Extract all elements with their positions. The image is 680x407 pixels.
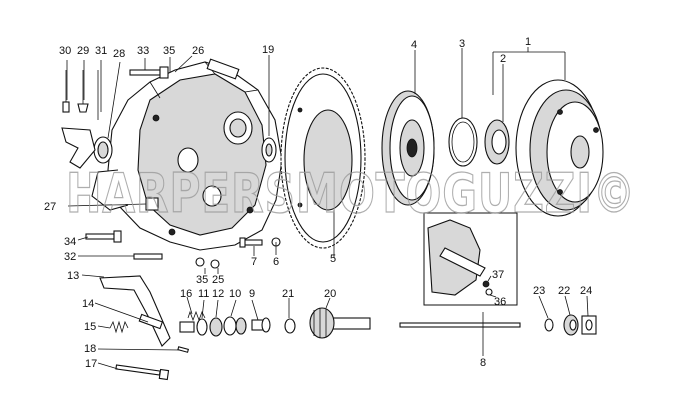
callout-5: 5 (330, 253, 336, 265)
retaining-ring (448, 117, 478, 167)
watermark-text: HARPERSMOTOGUZZI© (66, 162, 636, 225)
clutch-pushrod (399, 322, 521, 328)
bolt-17 (115, 364, 170, 381)
callout-15: 15 (84, 321, 96, 333)
callout-10: 10 (229, 288, 241, 300)
callout-9: 9 (249, 288, 255, 300)
callout-25: 25 (212, 274, 224, 286)
primary-shaft (309, 307, 371, 339)
pressure-plate-assembly (515, 79, 604, 217)
release-lever (99, 275, 171, 347)
clutch-friction-disc (381, 90, 435, 206)
callout-18: 18 (84, 343, 96, 355)
callout-16: 16 (180, 288, 192, 300)
callout-2: 2 (500, 53, 506, 65)
washer-21 (284, 318, 296, 334)
callout-30: 30 (59, 45, 71, 57)
housing-bolts (62, 70, 99, 120)
bolt-34 (85, 230, 122, 243)
leader-lines (66, 47, 589, 370)
callout-35-top: 35 (163, 45, 175, 57)
callout-35-bottom: 35 (196, 274, 208, 286)
diaphragm-spring (484, 119, 510, 165)
detail-inset (423, 212, 518, 306)
callout-27: 27 (44, 201, 56, 213)
callout-13: 13 (67, 270, 79, 282)
callout-34: 34 (64, 236, 76, 248)
callout-14: 14 (82, 298, 94, 310)
seal-ring (93, 136, 113, 164)
pin-18 (177, 346, 190, 353)
callout-1: 1 (525, 36, 531, 48)
callout-20: 20 (324, 288, 336, 300)
callout-19: 19 (262, 44, 274, 56)
callout-23: 23 (533, 285, 545, 297)
callout-32: 32 (64, 251, 76, 263)
callout-26: 26 (192, 45, 204, 57)
bushing-9 (251, 317, 271, 333)
callout-labels: 1 2 3 4 5 6 7 8 9 10 11 12 13 14 15 16 1… (44, 36, 592, 370)
mount-bracket (61, 127, 96, 169)
callout-21: 21 (282, 288, 294, 300)
washer-23 (544, 318, 554, 332)
callout-36: 36 (494, 296, 506, 308)
stud-32 (133, 253, 163, 260)
callout-12: 12 (212, 288, 224, 300)
callout-31: 31 (95, 45, 107, 57)
callout-33: 33 (137, 45, 149, 57)
callout-7: 7 (251, 256, 257, 268)
nut-24 (581, 315, 597, 335)
release-bearing-stack (179, 316, 247, 337)
spring-16 (187, 310, 206, 322)
flywheel (280, 67, 366, 249)
callout-6: 6 (273, 256, 279, 268)
callout-28: 28 (113, 48, 125, 60)
spring-15 (109, 320, 129, 334)
callout-3: 3 (459, 38, 465, 50)
nuts-25-35 (195, 257, 220, 269)
callout-37: 37 (492, 269, 504, 281)
callout-22: 22 (558, 285, 570, 297)
callout-8: 8 (480, 357, 486, 369)
callout-11: 11 (198, 288, 209, 300)
bolt-7 (239, 237, 263, 248)
callout-29: 29 (77, 45, 89, 57)
callout-17: 17 (85, 358, 97, 370)
bolt-33 (129, 66, 169, 79)
callout-4: 4 (411, 39, 417, 51)
bearing-22 (563, 314, 579, 336)
callout-24: 24 (580, 285, 592, 297)
bearing (261, 137, 277, 163)
